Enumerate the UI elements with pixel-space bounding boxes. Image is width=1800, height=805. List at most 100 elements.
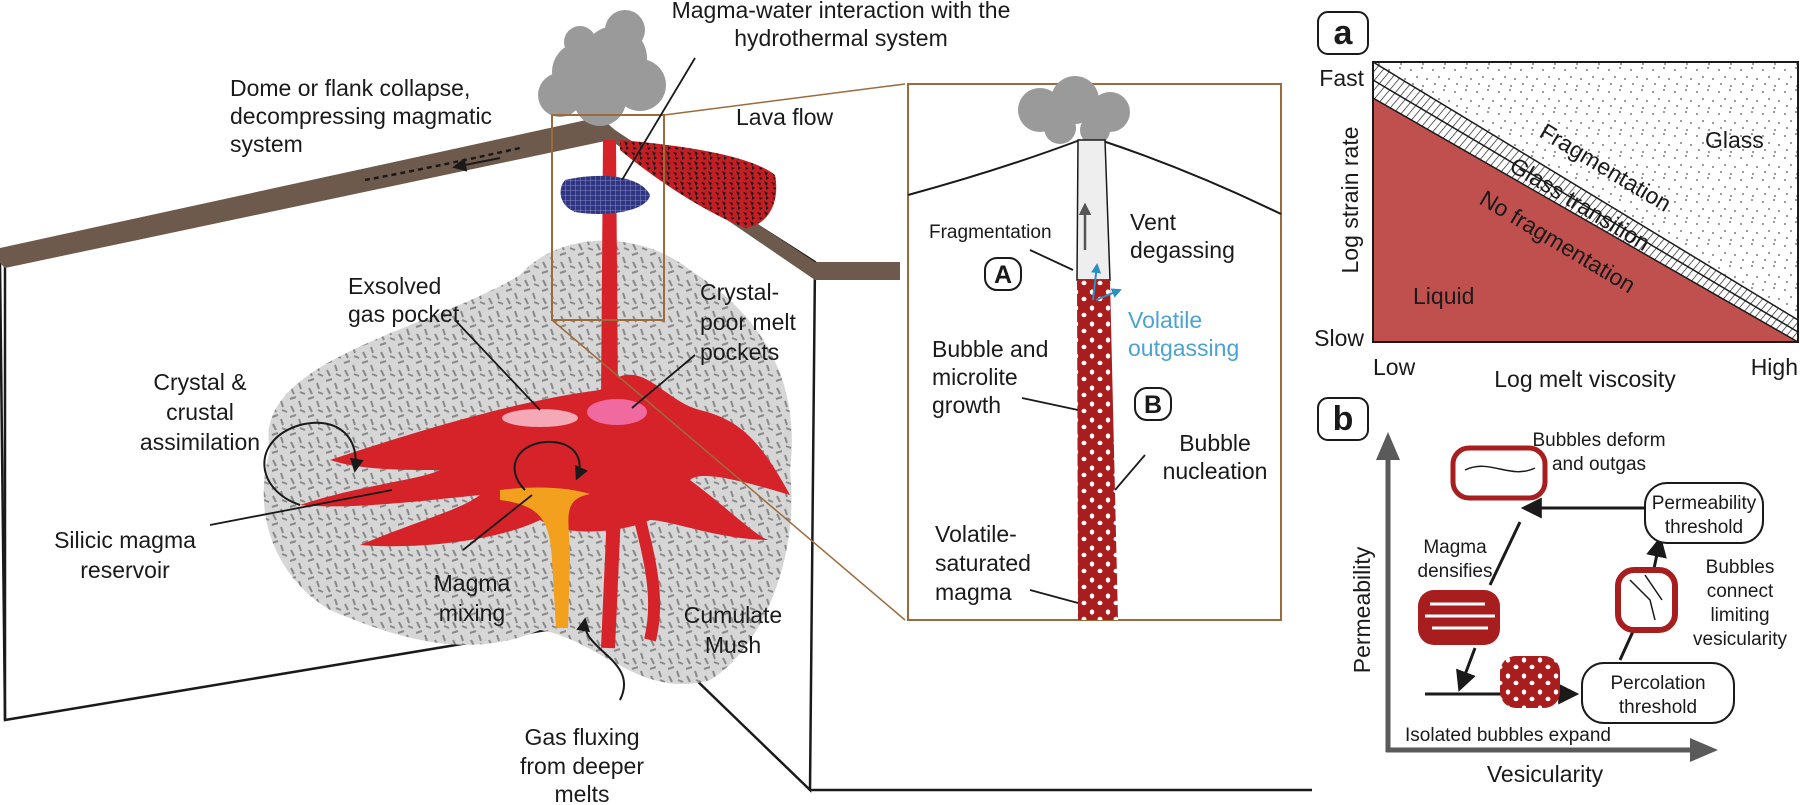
panel-b-y-axis: Permeability <box>1349 546 1375 673</box>
gas-flux-label-3: melts <box>555 781 610 805</box>
panel-a-x-axis: Log melt viscosity <box>1494 366 1676 392</box>
exsolved-gas-pocket <box>502 409 578 427</box>
connect-label-4: vesicularity <box>1693 629 1787 650</box>
perc-label-2: threshold <box>1619 697 1697 718</box>
panel-a-y-axis: Log strain rate <box>1337 126 1363 273</box>
vent-degassing-2: degassing <box>1130 237 1235 263</box>
growth-label-3: growth <box>932 392 1001 418</box>
vent-degassing-1: Vent <box>1130 209 1177 235</box>
panel-a-fast: Fast <box>1319 65 1364 91</box>
densifies-label-1: Magma <box>1423 537 1487 558</box>
perm-threshold-box <box>1644 482 1764 544</box>
panel-a-tag <box>1317 11 1369 55</box>
deform-label-2: and outgas <box>1552 454 1646 475</box>
svg-text:Dome or flank collapse,decompr: Dome or flank collapse,decompressing mag… <box>230 75 492 157</box>
gas-flux-arrow <box>576 617 626 701</box>
flank-collapse-line <box>364 146 521 182</box>
marker-b-text: B <box>1144 391 1162 419</box>
inset-volcano <box>907 76 1282 620</box>
inset-leaders <box>1021 249 1146 604</box>
reservoir-label-1: Silicic magma <box>54 527 196 553</box>
reservoir-label-2: reservoir <box>80 557 170 583</box>
crystal-poor-label-1: Crystal- <box>700 279 779 305</box>
gas-pocket-label-1: Exsolved <box>348 273 441 299</box>
perc-label-1: Percolation <box>1610 673 1705 694</box>
zoom-line-bottom <box>551 319 906 621</box>
perm-label-1: Permeability <box>1652 493 1757 514</box>
panel-b-axes <box>1376 432 1718 762</box>
nucleation-label-2: nucleation <box>1163 458 1268 484</box>
mixing-label-1: Magma <box>434 570 511 596</box>
perm-label-2: threshold <box>1665 517 1743 538</box>
dome-label-3: system <box>230 131 303 157</box>
zoom-line-top <box>663 83 906 116</box>
gas-pocket-label-2: gas pocket <box>348 301 460 327</box>
panel-b-tag <box>1317 397 1369 441</box>
mixing-arrow <box>513 440 588 491</box>
dome-label-2: decompressing magmatic <box>230 103 492 129</box>
inset-fragmentation-label: Fragmentation <box>929 222 1052 243</box>
assimilation-label-2: crustal <box>166 399 234 425</box>
svg-text:Magma-water interaction with t: Magma-water interaction with thehydrothe… <box>672 0 1011 51</box>
growth-label-1: Bubble and <box>932 336 1048 362</box>
gas-flux-label-2: from deeper <box>520 753 644 779</box>
hydrothermal-zone <box>560 175 650 215</box>
panel-b-x-axis: Vesicularity <box>1487 761 1604 787</box>
dome-label-1: Dome or flank collapse, <box>230 75 470 101</box>
panel-a-chart <box>1372 61 1799 343</box>
panel-b-tag-text: b <box>1333 400 1354 438</box>
mixing-label-2: mixing <box>439 600 505 626</box>
perc-threshold-box <box>1581 662 1735 724</box>
nucleation-label-1: Bubble <box>1179 430 1251 456</box>
isolated-label: Isolated bubbles expand <box>1405 725 1611 746</box>
panel-a-glass: Glass <box>1705 127 1764 153</box>
panel-a-tag-text: a <box>1334 14 1354 52</box>
mush-label-2: Mush <box>705 632 761 658</box>
panel-a-liquid: Liquid <box>1413 283 1474 309</box>
top-label-2: hydrothermal system <box>734 25 947 51</box>
connect-label-3: limiting <box>1710 605 1769 626</box>
saturated-label-3: magma <box>935 579 1012 605</box>
crystal-poor-melt-pocket <box>587 399 647 425</box>
eruption-plume <box>538 10 666 126</box>
top-label-1: Magma-water interaction with the <box>672 0 1011 23</box>
mixing-dyke <box>500 487 590 628</box>
densifies-label-2: densifies <box>1418 561 1493 582</box>
leader-lines <box>209 57 696 551</box>
marker-a-text: A <box>994 261 1012 289</box>
outgassing-label-1: Volatile <box>1128 307 1202 333</box>
zoom-frame <box>551 114 665 321</box>
panel-a-low: Low <box>1373 354 1416 380</box>
panel-a-high: High <box>1751 354 1798 380</box>
deform-label-1: Bubbles deform <box>1532 430 1665 451</box>
lava-flow <box>620 140 777 228</box>
saturated-label-2: saturated <box>935 550 1031 576</box>
growth-label-2: microlite <box>932 364 1018 390</box>
crystal-poor-label-2: poor melt <box>700 309 796 335</box>
connect-label-2: connect <box>1707 581 1774 602</box>
crystal-poor-label-3: pockets <box>700 339 779 365</box>
assimilation-label-3: assimilation <box>140 429 260 455</box>
panel-a-slow: Slow <box>1314 325 1364 351</box>
mush-label-1: Cumulate <box>684 602 782 628</box>
marker-a <box>984 257 1022 291</box>
outgassing-label-2: outgassing <box>1128 335 1239 361</box>
ground-surface <box>0 117 900 280</box>
assimilation-label-1: Crystal & <box>153 369 246 395</box>
gas-flux-label-1: Gas fluxing <box>524 724 639 750</box>
